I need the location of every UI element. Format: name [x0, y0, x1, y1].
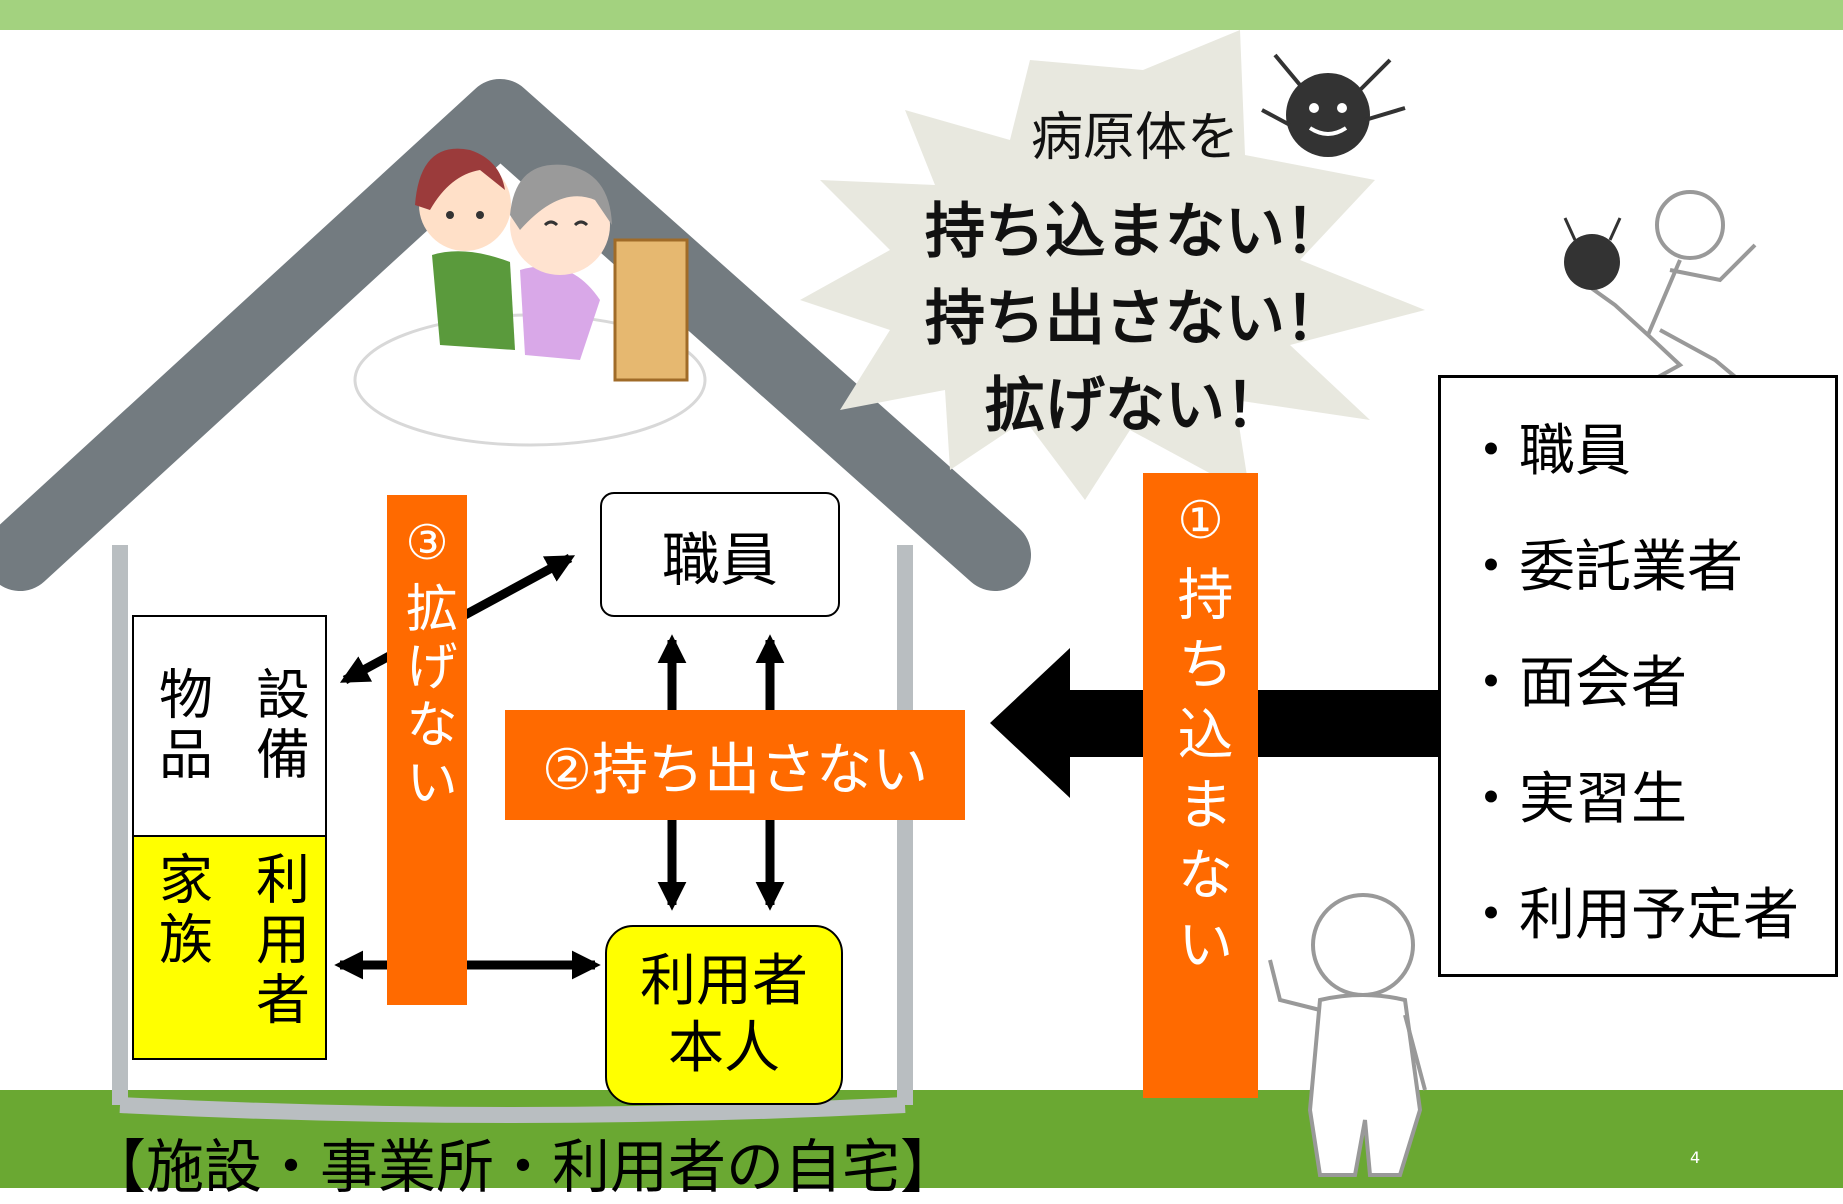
burst-line-4: 拡げない！ [985, 371, 1285, 441]
no-bring-in-number: ① [1177, 491, 1224, 551]
equipment-box: 設備 物品 [132, 615, 327, 837]
burst-line-3: 持ち出さない！ [925, 284, 1345, 354]
user-self-node: 利用者 本人 [605, 925, 843, 1105]
germ-icon-small [1563, 217, 1622, 290]
visitor-item: ・委託業者 [1463, 535, 1743, 600]
starburst-shape [800, 30, 1425, 500]
germ-icon [1261, 53, 1406, 157]
caregiver-illustration [353, 148, 707, 447]
footer-caption: 【施設・事業所・利用者の自宅】 [88, 1133, 959, 1201]
no-bring-in-text: 持ち込まない [1168, 565, 1233, 985]
users-label: 利用者 [246, 851, 310, 1031]
no-spread-number: ③ [405, 515, 449, 571]
no-spread-text: 拡げない [396, 581, 457, 813]
visitor-item: ・利用予定者 [1463, 883, 1799, 948]
no-bring-in-label: ① 持ち込まない [1143, 473, 1258, 1098]
page-number: 4 [1690, 1148, 1701, 1167]
no-take-out-label: ②持ち出さない [505, 710, 965, 820]
no-spread-label: ③ 拡げない [387, 495, 467, 1005]
standing-person-icon [1268, 893, 1427, 1177]
goods-label: 物品 [149, 666, 213, 786]
family-label: 家族 [149, 851, 213, 971]
burst-line-2: 持ち込まない！ [925, 197, 1345, 267]
running-person-icon [1578, 190, 1757, 400]
visitor-item: ・実習生 [1463, 767, 1687, 832]
burst-message: 病原体を 持ち込まない！ 持ち出さない！ 拡げない！ [855, 95, 1415, 455]
burst-line-1: 病原体を [1030, 108, 1239, 168]
house-shape [0, 79, 1031, 1123]
visitor-item: ・面会者 [1463, 651, 1687, 716]
visitor-list: ・職員 ・委託業者 ・面会者 ・実習生 ・利用予定者 [1438, 375, 1838, 977]
visitor-item: ・職員 [1463, 419, 1631, 484]
top-accent-bar [0, 0, 1843, 30]
equipment-label: 設備 [246, 666, 310, 786]
users-family-box: 利用者 家族 [132, 835, 327, 1060]
staff-node: 職員 [600, 492, 840, 617]
